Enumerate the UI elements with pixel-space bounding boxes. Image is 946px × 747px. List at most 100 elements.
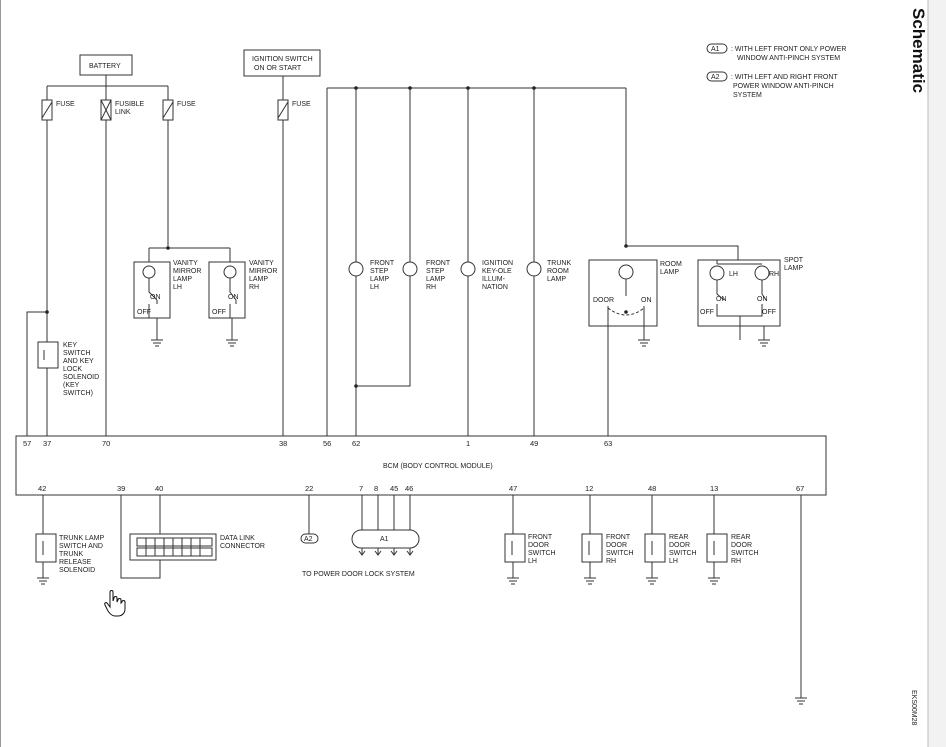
- a1-arrows: [358, 550, 414, 556]
- power-door-lock-label: TO POWER DOOR LOCK SYSTEM: [302, 571, 415, 578]
- svg-text:SWITCH AND: SWITCH AND: [59, 543, 103, 550]
- svg-text:22: 22: [305, 484, 313, 493]
- svg-text:8: 8: [374, 484, 378, 493]
- legend-a1-code: A1: [711, 46, 720, 53]
- svg-text:40: 40: [155, 484, 163, 493]
- svg-text:37: 37: [43, 439, 51, 448]
- svg-text:56: 56: [323, 439, 331, 448]
- room-lamp-door: DOOR: [593, 297, 614, 304]
- vanity-rh-on: ON: [228, 294, 239, 301]
- trunk-room-label: TRUNK ROOM LAMP: [547, 260, 571, 283]
- ignition-switch-box: [243, 49, 321, 77]
- room-lamp-switch: [607, 279, 645, 326]
- legend-a2-line3: SYSTEM: [733, 92, 762, 99]
- room-lamp-on: ON: [641, 297, 652, 304]
- a1-badge: [351, 529, 420, 549]
- svg-text:LH: LH: [669, 558, 678, 565]
- front-step-lamp-rh-bulb: [402, 261, 418, 277]
- svg-text:ILLUM-: ILLUM-: [482, 276, 506, 283]
- vanity-feed-wire: [148, 120, 231, 262]
- battery-feed-wire: [46, 75, 169, 100]
- svg-text:TRUNK: TRUNK: [547, 260, 571, 267]
- room-lamp-label-2: LAMP: [660, 269, 679, 276]
- lamp-power-bus: [326, 87, 627, 436]
- vanity-lamp-rh-bulb: [223, 265, 237, 279]
- spot-lamp-lh-bulb: [709, 265, 725, 281]
- svg-text:KEY: KEY: [63, 342, 77, 349]
- svg-text:SWITCH: SWITCH: [606, 550, 634, 557]
- legend-a1-line2: WINDOW ANTI-PINCH SYSTEM: [737, 55, 840, 62]
- ground-symbol: [151, 318, 163, 347]
- svg-text:DOOR: DOOR: [731, 542, 752, 549]
- svg-text:DOOR: DOOR: [528, 542, 549, 549]
- ground-symbol: [758, 326, 770, 347]
- ground-symbol: [638, 326, 650, 347]
- vanity-rh-off: OFF: [212, 309, 226, 316]
- svg-text:VANITY: VANITY: [249, 260, 274, 267]
- room-lamp-label-1: ROOM: [660, 261, 682, 268]
- junction-dot: [466, 86, 470, 90]
- svg-text:STEP: STEP: [370, 268, 389, 275]
- legend-a1-line1: : WITH LEFT FRONT ONLY POWER: [731, 46, 846, 53]
- fuse-1: [41, 99, 53, 121]
- svg-text:LAMP: LAMP: [173, 276, 192, 283]
- legend-a2-badge: [706, 71, 728, 82]
- svg-text:KEY-OLE: KEY-OLE: [482, 268, 512, 275]
- lamp-return-wires: [355, 276, 535, 436]
- front-door-switch-rh: [581, 495, 603, 585]
- svg-text:FRONT: FRONT: [370, 260, 395, 267]
- bcm-label: BCM (BODY CONTROL MODULE): [383, 463, 493, 470]
- page-title: Schematic: [909, 8, 928, 93]
- svg-text:LOCK: LOCK: [63, 366, 82, 373]
- wire-67-ground: [795, 495, 807, 705]
- svg-text:LH: LH: [173, 284, 182, 291]
- legend-a2-line2: POWER WINDOW ANTI-PINCH: [733, 83, 834, 90]
- svg-text:VANITY: VANITY: [173, 260, 198, 267]
- svg-text:TRUNK: TRUNK: [59, 551, 83, 558]
- fusible-label-1: FUSIBLE: [115, 101, 145, 108]
- junction-dot: [354, 86, 358, 90]
- svg-text:AND KEY: AND KEY: [63, 358, 94, 365]
- svg-text:REAR: REAR: [669, 534, 688, 541]
- svg-text:SWITCH: SWITCH: [669, 550, 697, 557]
- svg-text:SWITCH: SWITCH: [528, 550, 556, 557]
- junction-dot: [408, 86, 412, 90]
- a2-label: A2: [304, 536, 313, 543]
- svg-text:47: 47: [509, 484, 517, 493]
- front-door-rh-label: FRONT DOOR SWITCH RH: [606, 534, 634, 565]
- a2-badge: [300, 533, 319, 544]
- svg-text:SWITCH: SWITCH: [63, 350, 91, 357]
- svg-text:70: 70: [102, 439, 110, 448]
- spot-rh-off: OFF: [762, 309, 776, 316]
- rear-door-rh-label: REAR DOOR SWITCH RH: [731, 534, 759, 565]
- front-door-lh-label: FRONT DOOR SWITCH LH: [528, 534, 556, 565]
- fusible-label-2: LINK: [115, 109, 131, 116]
- junction-dot: [166, 246, 170, 250]
- spot-lh-off: OFF: [700, 309, 714, 316]
- bcm-bottom-pins: 42 39 40 22 7 8 45 46 47 12 48 13 67: [38, 484, 804, 493]
- trunk-lamp-switch-symbol: [35, 533, 57, 563]
- junction-dot: [354, 384, 358, 388]
- vanity-rh-label: VANITY MIRROR LAMP RH: [249, 260, 277, 291]
- svg-text:RH: RH: [606, 558, 616, 565]
- spot-lamp-switches: [716, 280, 767, 340]
- bcm-top-pins: 57 37 70 38 56 62 1 49 63: [23, 439, 612, 448]
- svg-text:63: 63: [604, 439, 612, 448]
- wire-42-ground: [37, 495, 49, 585]
- svg-text:13: 13: [710, 484, 718, 493]
- svg-text:REAR: REAR: [731, 534, 750, 541]
- ignition-label-2: ON OR START: [254, 65, 302, 72]
- fusible-link: [100, 99, 112, 121]
- svg-text:ROOM: ROOM: [547, 268, 569, 275]
- vanity-lh-off: OFF: [137, 309, 151, 316]
- front-step-rh-label: FRONT STEP LAMP RH: [426, 260, 451, 291]
- front-door-switch-lh: [504, 495, 526, 585]
- scrollbar-track[interactable]: [928, 0, 946, 747]
- rear-door-switch-rh: [706, 495, 728, 585]
- fuse-1-label: FUSE: [56, 101, 75, 108]
- spot-lamp-rh: RH: [769, 271, 779, 278]
- key-switch-label: KEY SWITCH AND KEY LOCK SOLENOID (KEY SW…: [63, 342, 99, 397]
- fuse-3-label: FUSE: [292, 101, 311, 108]
- svg-text:38: 38: [279, 439, 287, 448]
